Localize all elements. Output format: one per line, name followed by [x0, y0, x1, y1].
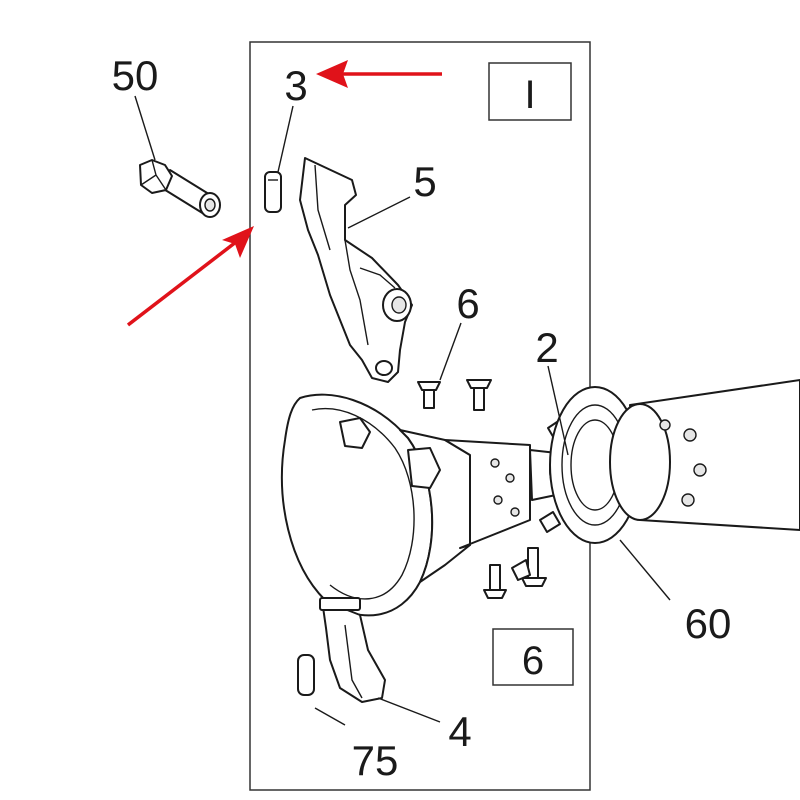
callout-60: 60 [685, 600, 732, 647]
part-3-key [264, 171, 282, 213]
red-arrow-diagonal [126, 226, 254, 327]
group-box-bottom-label: 6 [522, 639, 544, 683]
group-box-bottom [492, 628, 574, 686]
callout-75: 75 [352, 737, 399, 784]
part-50-pin [139, 159, 221, 218]
callout-4: 4 [448, 708, 471, 755]
part-75-key [297, 654, 315, 696]
callout-50: 50 [112, 52, 159, 99]
part-6-screws-lower [483, 547, 547, 599]
main-housing [280, 393, 531, 703]
red-arrow-top [316, 60, 442, 88]
callout-5: 5 [413, 158, 436, 205]
leader-lines [134, 95, 671, 726]
callout-3: 3 [284, 62, 307, 109]
group-box-top-label: I [524, 73, 535, 117]
part-6-screws-upper [417, 379, 492, 411]
part-60-ring-tube [549, 379, 800, 544]
callout-2: 2 [535, 324, 558, 371]
group-box-top [488, 62, 572, 121]
callout-6: 6 [456, 280, 479, 327]
part-5-lever [299, 157, 413, 383]
